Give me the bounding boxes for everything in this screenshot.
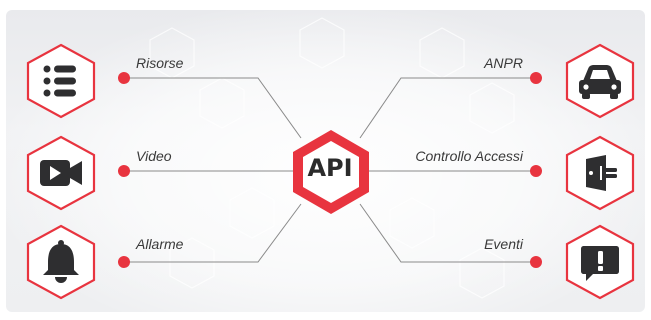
api-label: API — [307, 154, 353, 182]
label-controllo-accessi: Controllo Accessi — [415, 148, 523, 164]
car-icon — [579, 65, 621, 99]
api-hexagon[interactable] — [289, 128, 373, 216]
connector-dot-anpr — [530, 72, 542, 84]
connector-dot-allarme — [118, 256, 130, 268]
video-camera-icon — [40, 160, 82, 186]
eventi-node[interactable] — [564, 224, 636, 300]
bell-icon — [43, 240, 79, 283]
connector-dot-video — [118, 165, 130, 177]
label-eventi: Eventi — [484, 236, 523, 252]
label-anpr: ANPR — [484, 55, 523, 71]
label-video: Video — [136, 148, 172, 164]
allarme-node[interactable] — [25, 224, 97, 300]
risorse-node[interactable] — [25, 43, 97, 119]
connector-dot-controllo-accessi — [530, 165, 542, 177]
door-access-icon — [586, 155, 617, 191]
list-icon — [43, 65, 76, 97]
connector-dot-risorse — [118, 72, 130, 84]
alert-message-icon — [581, 246, 619, 281]
controllo-accessi-node[interactable] — [564, 135, 636, 211]
video-node[interactable] — [25, 135, 97, 211]
label-risorse: Risorse — [136, 55, 184, 71]
anpr-node[interactable] — [564, 43, 636, 119]
label-allarme: Allarme — [136, 236, 184, 252]
connector-dot-eventi — [530, 256, 542, 268]
